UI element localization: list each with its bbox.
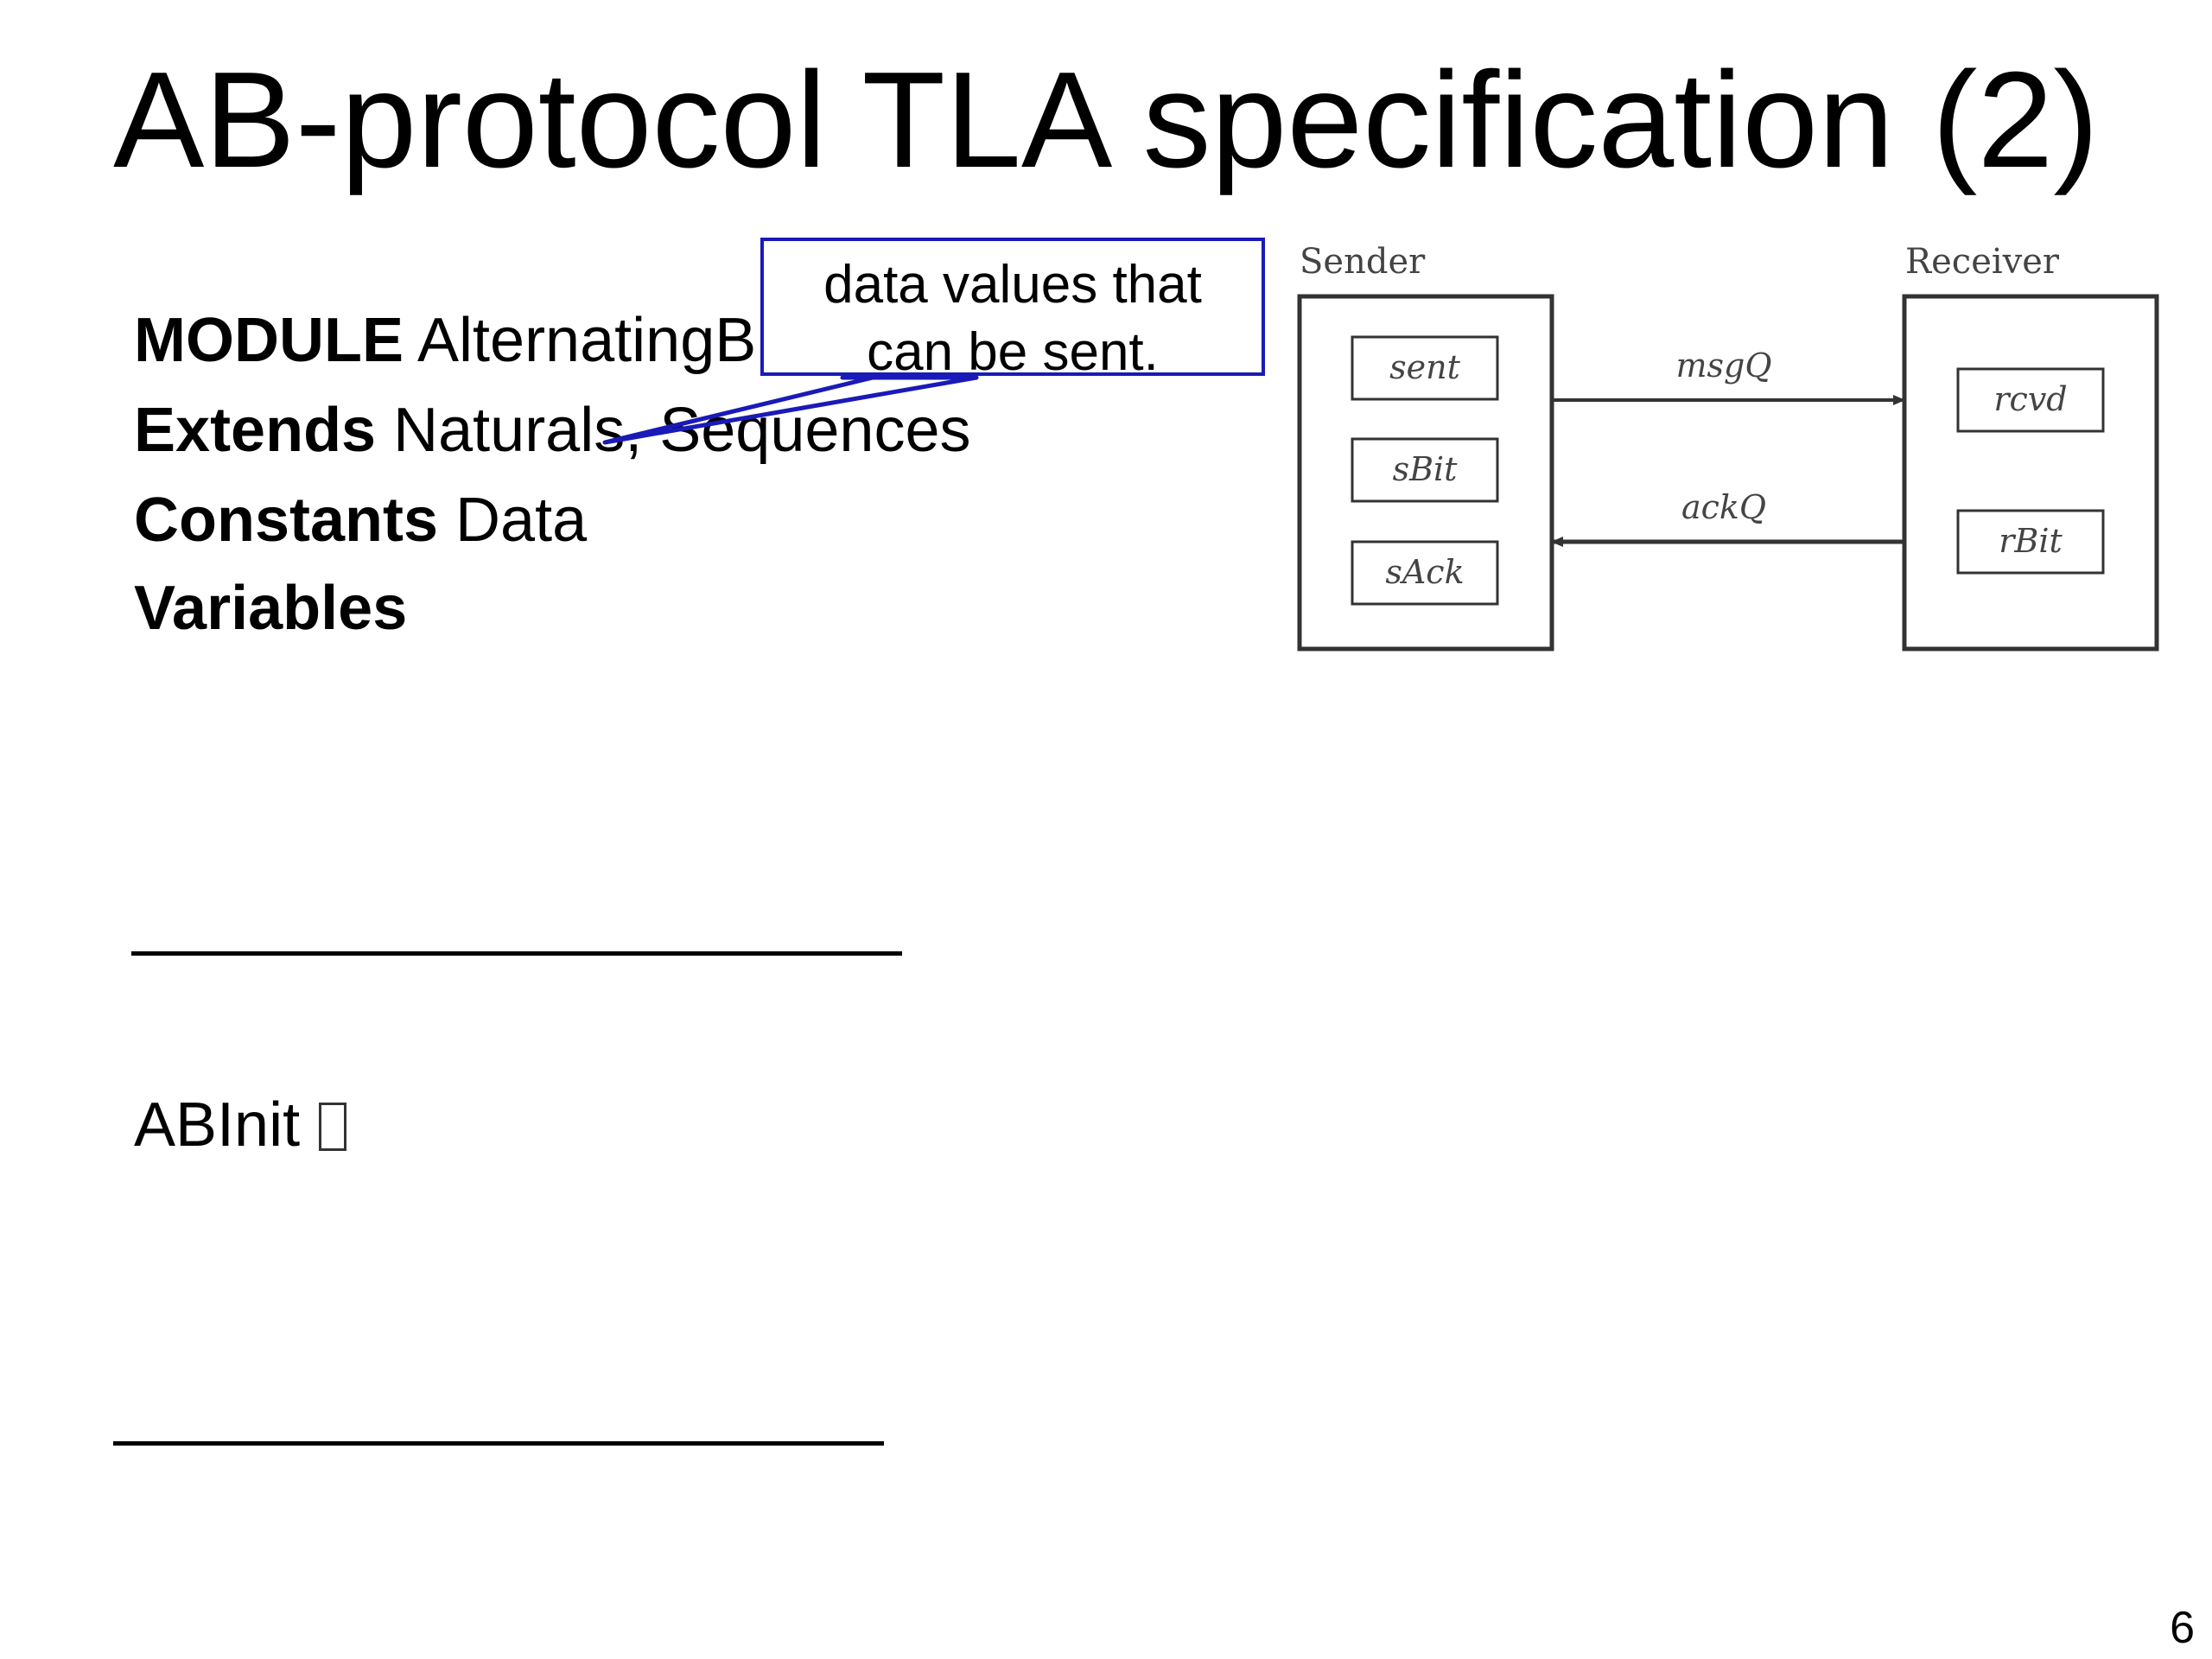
sender-box: [1297, 294, 1554, 652]
extends-keyword: Extends: [134, 396, 377, 465]
receiver-var-rcvd-box: [1956, 367, 2105, 433]
sender-var-sack-box: [1351, 540, 1499, 606]
msgq-label: msgQ: [1675, 346, 1771, 385]
variables-declaration: Variables: [134, 577, 407, 639]
sender-var-sent: sent: [1389, 348, 1460, 386]
receiver-title: Receiver: [1905, 242, 2060, 282]
receiver-var-rcvd: rcvd: [1993, 380, 2067, 418]
init-label: ABInit: [134, 1090, 301, 1160]
variables-keyword: Variables: [134, 574, 408, 643]
receiver-var-rbit: rBit: [1999, 522, 2063, 560]
sender-var-sack: sAck: [1385, 553, 1464, 591]
callout-line-2: can be sent.: [867, 322, 1159, 382]
page-number: 6: [2170, 1603, 2195, 1653]
ackq-label: ackQ: [1681, 488, 1766, 526]
separator-line-bottom: [113, 1441, 884, 1446]
module-name: AlternatingBit: [417, 306, 788, 375]
constants-keyword: Constants: [134, 486, 439, 555]
separator-line-top: [131, 951, 902, 956]
missing-glyph-box-icon: [319, 1103, 347, 1151]
constants-value: Data: [455, 486, 588, 555]
extends-declaration: Extends Naturals, Sequences: [134, 399, 971, 461]
module-keyword: MODULE: [134, 306, 404, 375]
slide-title: AB-protocol TLA specification (2): [113, 44, 2099, 196]
module-declaration: MODULE AlternatingBit: [134, 309, 787, 372]
receiver-box: [1902, 294, 2159, 652]
init-definition: ABInit: [134, 1094, 347, 1156]
sender-title: Sender: [1300, 242, 1426, 282]
receiver-var-rbit-box: [1956, 509, 2105, 575]
protocol-diagram: Sender Receiver sent sBit sAck rcvd rBit…: [1297, 242, 2159, 652]
sender-var-sbit-box: [1351, 437, 1499, 503]
sender-var-sbit: sBit: [1393, 450, 1459, 488]
constants-declaration: Constants Data: [134, 489, 587, 551]
sender-var-sent-box: [1351, 335, 1499, 401]
extends-modules: Naturals, Sequences: [393, 396, 971, 465]
callout-line-1: data values that: [823, 255, 1202, 315]
data-callout: data values that can be sent.: [760, 238, 1265, 382]
